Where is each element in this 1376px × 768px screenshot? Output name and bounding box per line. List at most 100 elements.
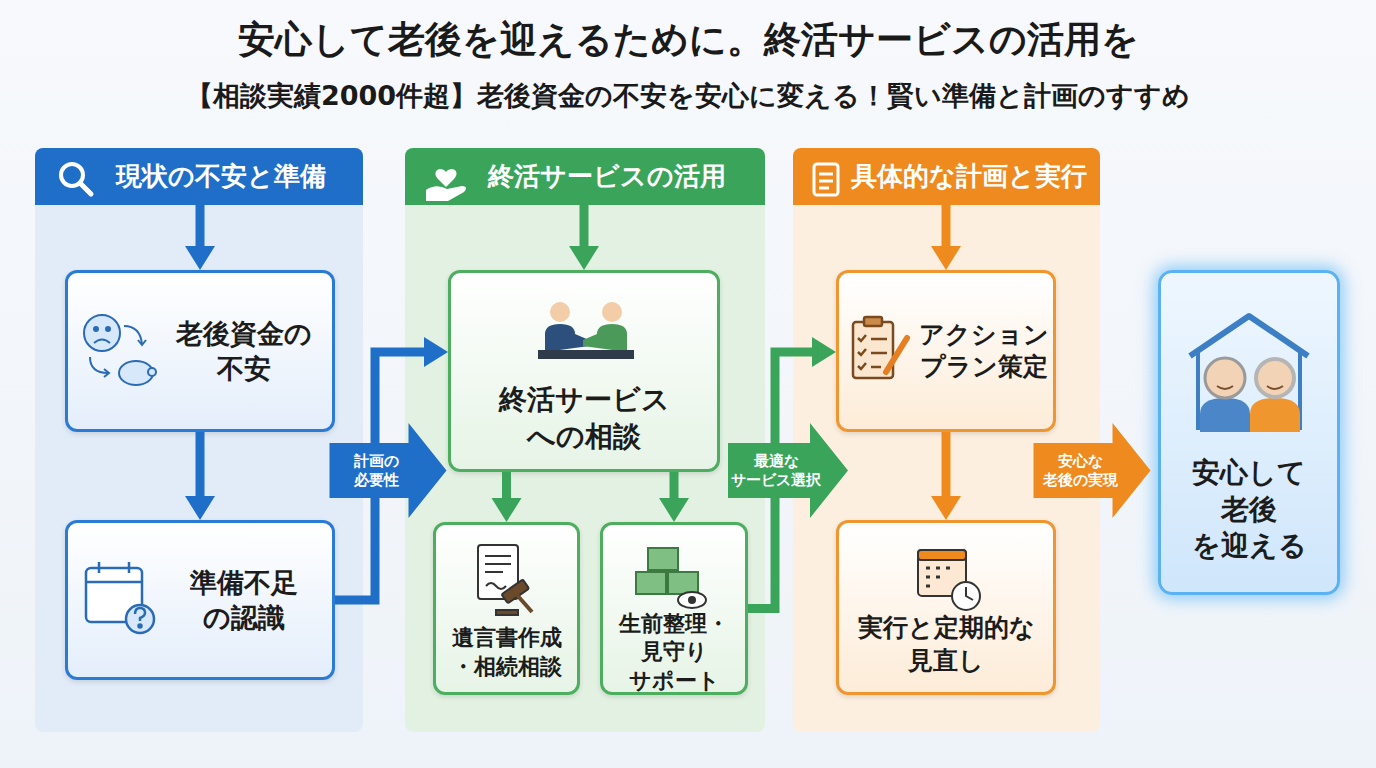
piggy-snout: [148, 368, 156, 376]
connector: [931, 205, 961, 270]
box-label: 生前整理・ 見守り サポート: [614, 610, 734, 696]
box-content: 準備不足 の認識: [68, 523, 332, 677]
flow-arrow-shape: [1034, 423, 1151, 518]
connector: [492, 472, 522, 522]
clipboard-icon: [814, 164, 838, 195]
band-title: 現状の不安と準備: [116, 160, 326, 194]
connector-line: [748, 352, 814, 609]
grandpa-head: [1205, 358, 1245, 398]
gavel-block: [496, 610, 518, 615]
box-label: 実行と定期的な 見直し: [851, 612, 1041, 677]
connector: [931, 432, 961, 520]
arrowhead: [185, 496, 215, 520]
flow-arrow: [330, 423, 447, 518]
box-content: 終活サービス への相談: [451, 273, 717, 469]
box-label: 老後資金の 不安: [173, 316, 315, 386]
clock-face: [952, 582, 980, 610]
subtitle: 【相談実績2000件超】老後資金の不安を安心に変える！賢い準備と計画のすすめ: [0, 78, 1376, 113]
connector-line: [942, 432, 951, 498]
face-mouth: [94, 340, 110, 344]
arrowhead: [931, 496, 961, 520]
calendar-ring: [128, 562, 131, 573]
hand-heart-icon: [426, 169, 466, 201]
calendar-clock-icon: [918, 550, 980, 610]
flow-arrowhead: [138, 340, 146, 345]
check-lines: [871, 339, 887, 367]
flow-arrow-shape: [728, 423, 848, 518]
band-header: 終活サービスの活用: [405, 148, 765, 205]
box-shape: [636, 572, 666, 594]
clipboard-line: [819, 187, 829, 190]
process-box: 老後資金の 不安: [65, 270, 335, 432]
box-shape: [648, 548, 678, 570]
connector: [335, 337, 448, 600]
connector: [569, 205, 599, 270]
connector-line: [196, 432, 205, 498]
question-circle: [126, 605, 154, 633]
band-title: 具体的な計画と実行: [851, 160, 1087, 194]
column-band: 終活サービスの活用終活サービス への相談遺言書作成 ・相続相談生前整理・ 見守り…: [405, 148, 765, 732]
process-box: アクション プラン策定: [836, 270, 1056, 432]
calendar-body: [918, 550, 966, 596]
clipboard-outline: [814, 164, 838, 195]
connector: [185, 432, 215, 520]
box-content: 安心して 老後 を迎える: [1161, 273, 1337, 592]
clipboard-clip: [864, 317, 882, 326]
document-line: [485, 571, 503, 573]
calendar-bar: [918, 550, 966, 560]
grandma-head: [1256, 359, 1294, 397]
calendar-question-icon: [86, 562, 154, 633]
document-line: [485, 555, 511, 557]
diagram-title: 安心して老後を迎えるために。終活サービスの活用を: [0, 16, 1376, 64]
band-header: 具体的な計画と実行: [793, 148, 1100, 205]
document: [478, 545, 518, 599]
flow-arrow: [90, 357, 108, 373]
box-content: 生前整理・ 見守り サポート: [603, 525, 745, 692]
column-band: 具体的な計画と実行アクション プラン策定実行と定期的な 見直し: [793, 148, 1100, 732]
arrowhead: [931, 246, 961, 270]
couple-house-icon: [1190, 316, 1308, 432]
connector-line: [335, 352, 426, 600]
pencil: [886, 338, 907, 372]
person-head: [550, 302, 570, 322]
grandma-smile: [1267, 386, 1283, 389]
eye-pupil: [688, 596, 696, 604]
column-band: 現状の不安と準備老後資金の 不安準備不足 の認識: [35, 148, 363, 732]
magnifier-handle: [80, 183, 91, 194]
arrowhead: [492, 498, 522, 522]
calendar-grid: [926, 568, 950, 586]
box-content: アクション プラン策定: [839, 273, 1053, 429]
piggy-bank: [119, 361, 153, 385]
person-head: [602, 302, 622, 322]
magnifier-lens: [61, 164, 83, 186]
document-line: [485, 563, 511, 565]
process-box: 終活サービス への相談: [448, 270, 720, 472]
flow-arrow-shape: [330, 423, 447, 518]
will-gavel-icon: [478, 545, 532, 615]
hand-shape: [426, 186, 466, 201]
box-label: 準備不足 の認識: [185, 565, 303, 635]
connector: [659, 472, 689, 522]
face-eye: [106, 327, 110, 331]
box-label: 遺言書作成 ・相続相談: [447, 624, 567, 681]
heart-shape: [435, 169, 456, 187]
connector-line: [196, 205, 205, 248]
process-box: 準備不足 の認識: [65, 520, 335, 680]
connector-line: [942, 205, 951, 248]
arrowhead: [812, 337, 836, 367]
magnifier-icon: [61, 164, 91, 194]
clipboard-line: [819, 173, 833, 176]
box-content: 遺言書作成 ・相続相談: [436, 525, 577, 692]
calendar-bar: [86, 581, 142, 584]
person-body: [583, 324, 627, 352]
flow-arrow: [124, 326, 142, 344]
signature: [486, 583, 506, 589]
gavel-handle: [517, 595, 532, 612]
box-label: アクション プラン策定: [919, 319, 1049, 384]
connector-line: [670, 472, 679, 500]
process-box: 実行と定期的な 見直し: [836, 520, 1056, 695]
band-title: 終活サービスの活用: [488, 160, 726, 194]
goal-box: 安心して 老後 を迎える: [1158, 270, 1340, 595]
